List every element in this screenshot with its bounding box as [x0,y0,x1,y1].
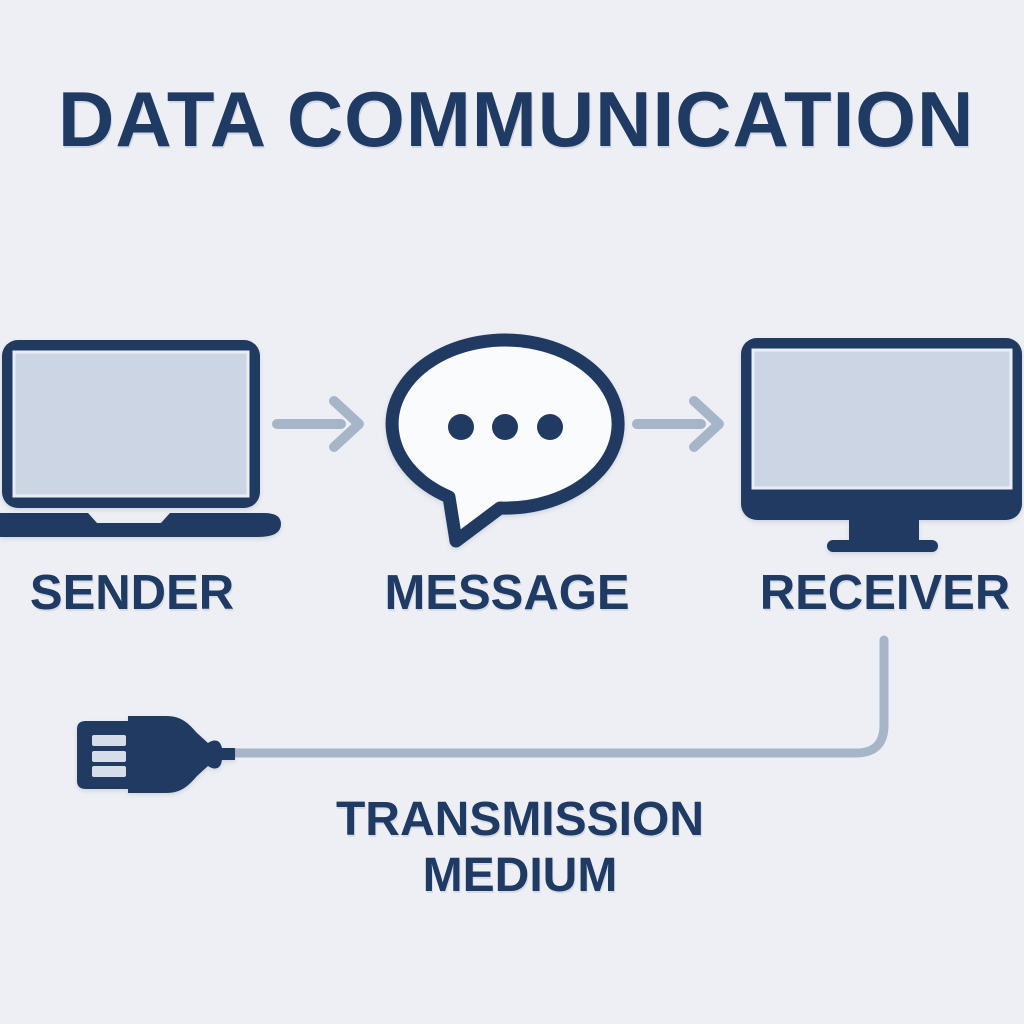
page-title: DATA COMMUNICATION [58,75,975,163]
laptop-icon [0,340,281,537]
cable-line [228,635,889,758]
sender-label: SENDER [29,566,235,620]
message-label: MESSAGE [384,566,630,620]
arrow-right-icon [632,396,724,452]
usb-plug-icon [77,716,235,793]
transmission-medium-label: TRANSMISSION MEDIUM [335,793,704,902]
monitor-icon [741,338,1022,552]
receiver-label: RECEIVER [759,566,1011,620]
speech-bubble-icon [385,333,625,548]
arrow-right-icon [272,396,364,452]
